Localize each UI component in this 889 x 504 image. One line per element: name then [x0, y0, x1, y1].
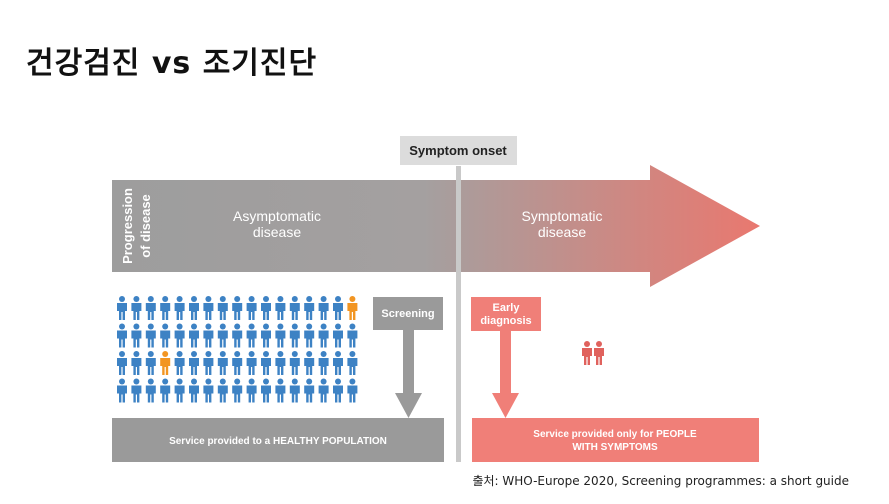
person-icon [160, 323, 171, 348]
person-icon [145, 323, 156, 348]
person-icon [318, 351, 329, 375]
symptom-onset-label: Symptom onset [409, 143, 507, 158]
person-icon [189, 323, 199, 348]
person-icon [304, 296, 315, 320]
person-icon [160, 296, 171, 320]
person-icon [275, 378, 286, 403]
symptom-onset-box [400, 136, 517, 165]
person-icon [203, 296, 214, 320]
early-diagnosis-arrow [492, 331, 519, 418]
early-diagnosis-label-line2: diagnosis [480, 315, 531, 327]
person-icon [289, 378, 300, 403]
person-icon [145, 378, 156, 403]
person-icon [189, 351, 199, 375]
person-icon [117, 351, 127, 375]
person-icon [275, 323, 286, 348]
highlighted-person-icon [347, 296, 358, 320]
person-icon [131, 378, 142, 403]
person-icon [174, 378, 185, 403]
person-icon [246, 323, 257, 348]
person-icon [145, 296, 156, 320]
person-icon [117, 296, 127, 320]
person-icon [347, 351, 358, 375]
person-icon [289, 351, 300, 375]
disease-progression-arrow [112, 165, 760, 287]
slide-title: 건강검진 vs 조기진단 [26, 46, 318, 81]
person-icon [145, 351, 156, 375]
person-icon [318, 323, 329, 348]
asymptomatic-label-line2: disease [253, 224, 301, 240]
early-diagnosis-label-line1: Early [493, 302, 521, 314]
person-icon [246, 351, 257, 375]
person-icon [217, 378, 228, 403]
screening-arrow [395, 330, 422, 418]
symptoms-service-label-line1: Service provided only for PEOPLE [533, 429, 697, 440]
early-diagnosis-box [471, 297, 541, 331]
person-icon [333, 296, 343, 320]
healthy-population-crowd [117, 296, 358, 403]
person-icon [217, 296, 228, 320]
person-icon [203, 378, 214, 403]
person-icon [246, 378, 257, 403]
people-with-symptoms-icon [582, 341, 604, 365]
person-icon [304, 351, 315, 375]
person-icon [304, 378, 315, 403]
person-icon [232, 351, 243, 375]
person-icon [246, 296, 257, 320]
asymptomatic-label-line1: Asymptomatic [233, 208, 321, 224]
person-icon [275, 351, 286, 375]
person-icon [347, 323, 358, 348]
person-icon [131, 323, 142, 348]
person-icon [275, 296, 286, 320]
person-icon [318, 378, 329, 403]
person-icon [333, 323, 343, 348]
person-icon [203, 351, 214, 375]
person-icon [261, 296, 271, 320]
person-icon [131, 351, 142, 375]
person-icon [318, 296, 329, 320]
person-icon [261, 351, 271, 375]
person-icon [232, 296, 243, 320]
healthy-population-service-label: Service provided to a HEALTHY POPULATION [169, 436, 387, 447]
person-icon [333, 351, 343, 375]
progression-label-line2: of disease [138, 194, 153, 258]
person-icon [131, 296, 142, 320]
person-icon [174, 351, 185, 375]
progression-label-line1: Progression [120, 188, 135, 264]
screening-label: Screening [381, 308, 434, 320]
person-icon [203, 323, 214, 348]
person-icon [189, 296, 199, 320]
screening-box [373, 297, 443, 330]
person-icon [117, 323, 127, 348]
person-icon [261, 323, 271, 348]
person-icon [304, 323, 315, 348]
highlighted-person-icon [160, 351, 171, 375]
person-icon [174, 323, 185, 348]
person-icon [232, 378, 243, 403]
person-icon [333, 378, 343, 403]
healthy-population-service-box [112, 418, 444, 462]
person-icon [232, 323, 243, 348]
person-icon [289, 323, 300, 348]
sick-person-icon [594, 341, 604, 365]
person-icon [117, 378, 127, 403]
sick-person-icon [582, 341, 592, 365]
symptomatic-label-line2: disease [538, 224, 586, 240]
person-icon [289, 296, 300, 320]
person-icon [347, 378, 358, 403]
symptom-onset-line [456, 166, 461, 462]
symptomatic-label-line1: Symptomatic [522, 208, 603, 224]
person-icon [160, 378, 171, 403]
person-icon [217, 351, 228, 375]
person-icon [174, 296, 185, 320]
person-icon [261, 378, 271, 403]
person-icon [189, 378, 199, 403]
person-icon [217, 323, 228, 348]
symptoms-service-label-line2: WITH SYMPTOMS [572, 442, 658, 453]
symptoms-service-box [472, 418, 759, 462]
source-credit: 출처: WHO-Europe 2020, Screening programme… [472, 474, 849, 488]
